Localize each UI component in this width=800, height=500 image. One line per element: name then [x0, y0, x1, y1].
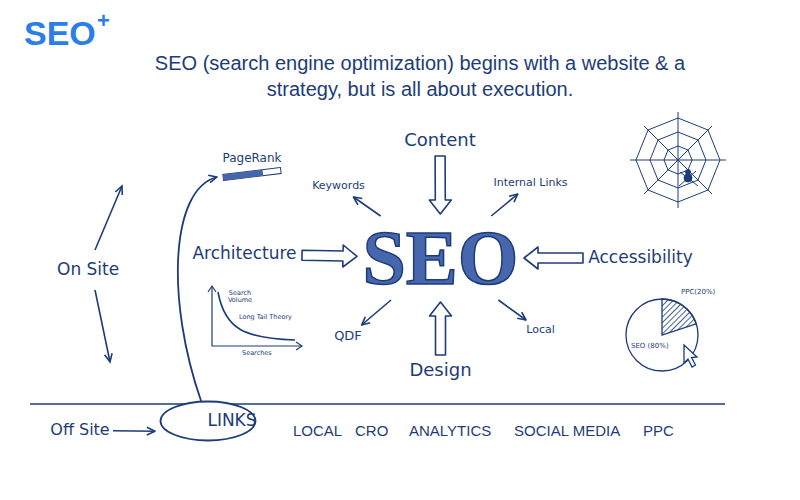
- section-label: On Site: [57, 260, 119, 280]
- web-spoke: [644, 126, 678, 160]
- arrow-head: [115, 186, 122, 195]
- content-node: Content: [404, 130, 476, 151]
- web-spoke: [678, 160, 712, 194]
- logo-text: SEO: [24, 14, 96, 53]
- web-spoke: [630, 160, 678, 161]
- arrow-head: [147, 427, 155, 435]
- arrow-head: [517, 312, 526, 320]
- channel-label: LOCAL: [293, 422, 342, 439]
- node-label: Design: [409, 360, 472, 381]
- web-spoke: [644, 160, 678, 194]
- web-ring: [636, 118, 720, 202]
- web-ring: [664, 146, 692, 174]
- block-arrow: [429, 156, 451, 214]
- block-arrow-shape: [524, 247, 583, 269]
- channel-label: ANALYTICS: [409, 422, 491, 439]
- connector: [354, 197, 381, 216]
- node-label: Keywords: [312, 180, 365, 193]
- block-arrow: [524, 247, 583, 269]
- node-label: Internal Links: [493, 177, 568, 190]
- axis-arrow: [208, 286, 216, 292]
- baseline-rule: [30, 403, 725, 405]
- connector: [113, 427, 155, 435]
- channel-label: CRO: [355, 422, 388, 439]
- pie-label: SEO (80%): [631, 342, 669, 350]
- node-label: Accessibility: [588, 248, 693, 268]
- node-label: Local: [526, 324, 555, 337]
- accessibility-node: Accessibility: [588, 248, 693, 268]
- chart-caption: Long Tail Theory: [239, 314, 292, 321]
- block-arrow-shape: [302, 245, 357, 267]
- node-label: LINKS: [183, 411, 281, 431]
- web-ring: [650, 132, 706, 188]
- connector-line: [113, 430, 155, 432]
- arrow-line: [95, 186, 122, 250]
- connector: [498, 300, 526, 320]
- pie-chart: [626, 299, 698, 371]
- local-node: Local: [526, 324, 555, 337]
- node-label: QDF: [334, 329, 362, 344]
- block-arrow-shape: [430, 302, 452, 355]
- spider-web: [630, 112, 726, 208]
- design-node: Design: [409, 360, 472, 381]
- connector: [491, 194, 518, 216]
- node-label: PageRank: [220, 152, 284, 166]
- spider-body: [684, 174, 692, 182]
- web-spoke: [678, 160, 679, 208]
- cursor-icon: [684, 345, 697, 367]
- connector-line: [354, 197, 381, 216]
- arrow-head: [105, 353, 113, 362]
- qdf-node: QDF: [334, 329, 362, 344]
- connector-line: [362, 300, 391, 325]
- keyword-node: Keywords: [312, 180, 365, 193]
- block-arrow: [430, 302, 452, 355]
- arrow-head: [362, 317, 371, 325]
- pagerank-node: PageRank: [220, 152, 284, 181]
- links-ellipse: LINKS: [159, 400, 305, 464]
- hub-title: SEO: [362, 219, 519, 297]
- block-arrow-shape: [429, 156, 451, 214]
- connector-curve: [178, 177, 217, 401]
- block-arrow: [302, 245, 357, 267]
- node-label: Content: [404, 130, 476, 151]
- logo-plus: +: [97, 8, 110, 33]
- connector-line: [498, 300, 526, 320]
- long-tail-chart: [208, 286, 302, 350]
- arrow-head: [509, 194, 518, 202]
- architecture-node: Architecture: [192, 244, 297, 264]
- axis-label: Searches: [242, 350, 272, 357]
- pie-outline: [626, 299, 698, 371]
- off-site-node: Off Site: [50, 421, 110, 440]
- internal-links-node: Internal Links: [493, 177, 568, 190]
- web-spoke: [678, 112, 679, 160]
- arrow-head: [208, 175, 217, 182]
- channel-label: SOCIAL MEDIA: [514, 422, 620, 439]
- web-spoke: [678, 126, 712, 160]
- connector: [362, 300, 391, 325]
- chart-axes: [212, 286, 302, 346]
- bar-outline: [223, 167, 281, 180]
- connector: [178, 175, 217, 401]
- web-spoke: [678, 160, 726, 161]
- spider-head: [686, 170, 691, 175]
- seo-hub: SEO: [362, 219, 519, 297]
- pie-label: PPC(20%): [681, 288, 715, 296]
- connector-line: [491, 194, 518, 216]
- arrow-line: [95, 290, 110, 362]
- arrow-head: [354, 197, 363, 205]
- node-label: Architecture: [192, 244, 297, 264]
- axis-label: Search Volume: [226, 290, 254, 305]
- axis-arrow: [296, 342, 302, 350]
- bar-fill: [223, 169, 263, 180]
- pie-wedge: [662, 299, 696, 335]
- channel-label: PPC: [643, 422, 674, 439]
- diagram-title: SEO (search engine optimization) begins …: [140, 50, 700, 102]
- pagerank-bar: [220, 167, 284, 181]
- node-label: Off Site: [50, 421, 110, 439]
